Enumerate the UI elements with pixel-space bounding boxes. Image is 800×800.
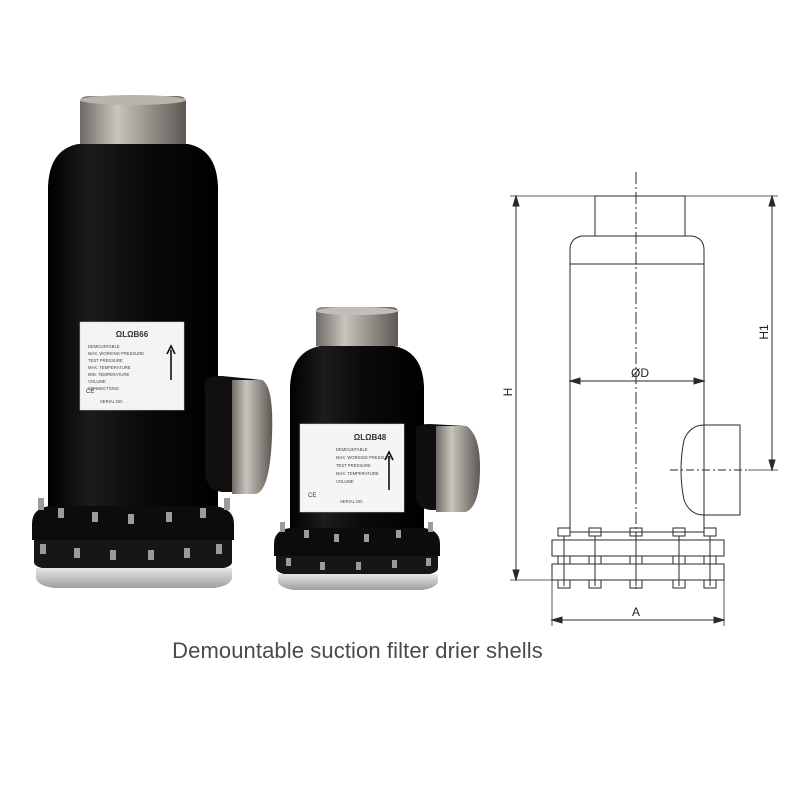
large-label-line: TEST PRESSURE bbox=[88, 358, 123, 363]
large-label-title: ΩLΩB66 bbox=[116, 330, 149, 339]
drawing-top-pipe bbox=[594, 195, 686, 237]
small-top-fitting bbox=[316, 307, 398, 346]
dimension-drawing bbox=[510, 172, 778, 626]
small-side-outlet bbox=[415, 424, 480, 512]
dimension-d bbox=[568, 377, 706, 385]
small-label-line: DEMOUNTABLE bbox=[336, 447, 368, 452]
large-label-lines: DEMOUNTABLE MAX. WORKING PRESSURE TEST P… bbox=[88, 344, 144, 404]
large-top-fitting bbox=[80, 96, 186, 144]
flow-arrow-icon bbox=[384, 450, 394, 490]
figure-caption: Demountable suction filter drier shells bbox=[172, 638, 543, 663]
drawing-shoulder bbox=[569, 235, 705, 265]
drawing-bolts bbox=[557, 527, 717, 589]
dimension-a bbox=[550, 580, 726, 626]
large-shell-dome bbox=[48, 144, 218, 190]
small-shell-dome bbox=[290, 346, 424, 390]
drawing-side-outlet bbox=[670, 424, 748, 516]
small-label-line: MAX. WORKING PRESSURE bbox=[336, 455, 392, 460]
large-label-line: MAX. TEMPERATURE bbox=[88, 365, 131, 370]
large-label-line: MIN. TEMPERATURE bbox=[88, 372, 129, 377]
large-filter-drier-shell: ΩLΩB66 DEMOUNTABLE MAX. WORKING PRESSURE… bbox=[32, 95, 273, 588]
small-label-line: VOLUME bbox=[336, 479, 354, 484]
drawing-flange-upper bbox=[551, 539, 725, 557]
small-label-title: ΩLΩB48 bbox=[354, 433, 387, 442]
small-label-line: MAX. TEMPERATURE bbox=[336, 471, 379, 476]
drawing-flange-lower bbox=[551, 563, 725, 581]
small-shell-label bbox=[299, 423, 405, 513]
large-shell-label bbox=[79, 321, 185, 411]
small-label-line: TEST PRESSURE bbox=[336, 463, 371, 468]
large-label-line: CONNECTIONS bbox=[88, 386, 119, 391]
large-label-line: DEMOUNTABLE bbox=[88, 344, 120, 349]
small-ce-mark: CE bbox=[308, 493, 316, 499]
dimension-d-label: ØD bbox=[631, 366, 649, 380]
dimension-h1-label: H1 bbox=[757, 324, 771, 340]
dimension-h bbox=[510, 194, 595, 582]
dimension-a-label: A bbox=[632, 605, 640, 619]
small-flange bbox=[274, 522, 440, 590]
large-flange bbox=[32, 498, 234, 588]
large-ce-mark: CE bbox=[86, 389, 94, 395]
small-label-line: SERIAL NO. bbox=[340, 499, 363, 504]
large-label-line: SERIAL NO. bbox=[100, 399, 123, 404]
dimension-h1 bbox=[685, 194, 778, 472]
small-label-lines: DEMOUNTABLE MAX. WORKING PRESSURE TEST P… bbox=[336, 447, 392, 504]
large-side-outlet bbox=[204, 375, 273, 494]
dimension-h-label: H bbox=[501, 388, 515, 397]
large-label-line: MAX. WORKING PRESSURE bbox=[88, 351, 144, 356]
flow-arrow-icon bbox=[166, 344, 176, 380]
large-label-line: VOLUME bbox=[88, 379, 106, 384]
small-filter-drier-shell: ΩLΩB48 DEMOUNTABLE MAX. WORKING PRESSURE… bbox=[274, 307, 480, 590]
